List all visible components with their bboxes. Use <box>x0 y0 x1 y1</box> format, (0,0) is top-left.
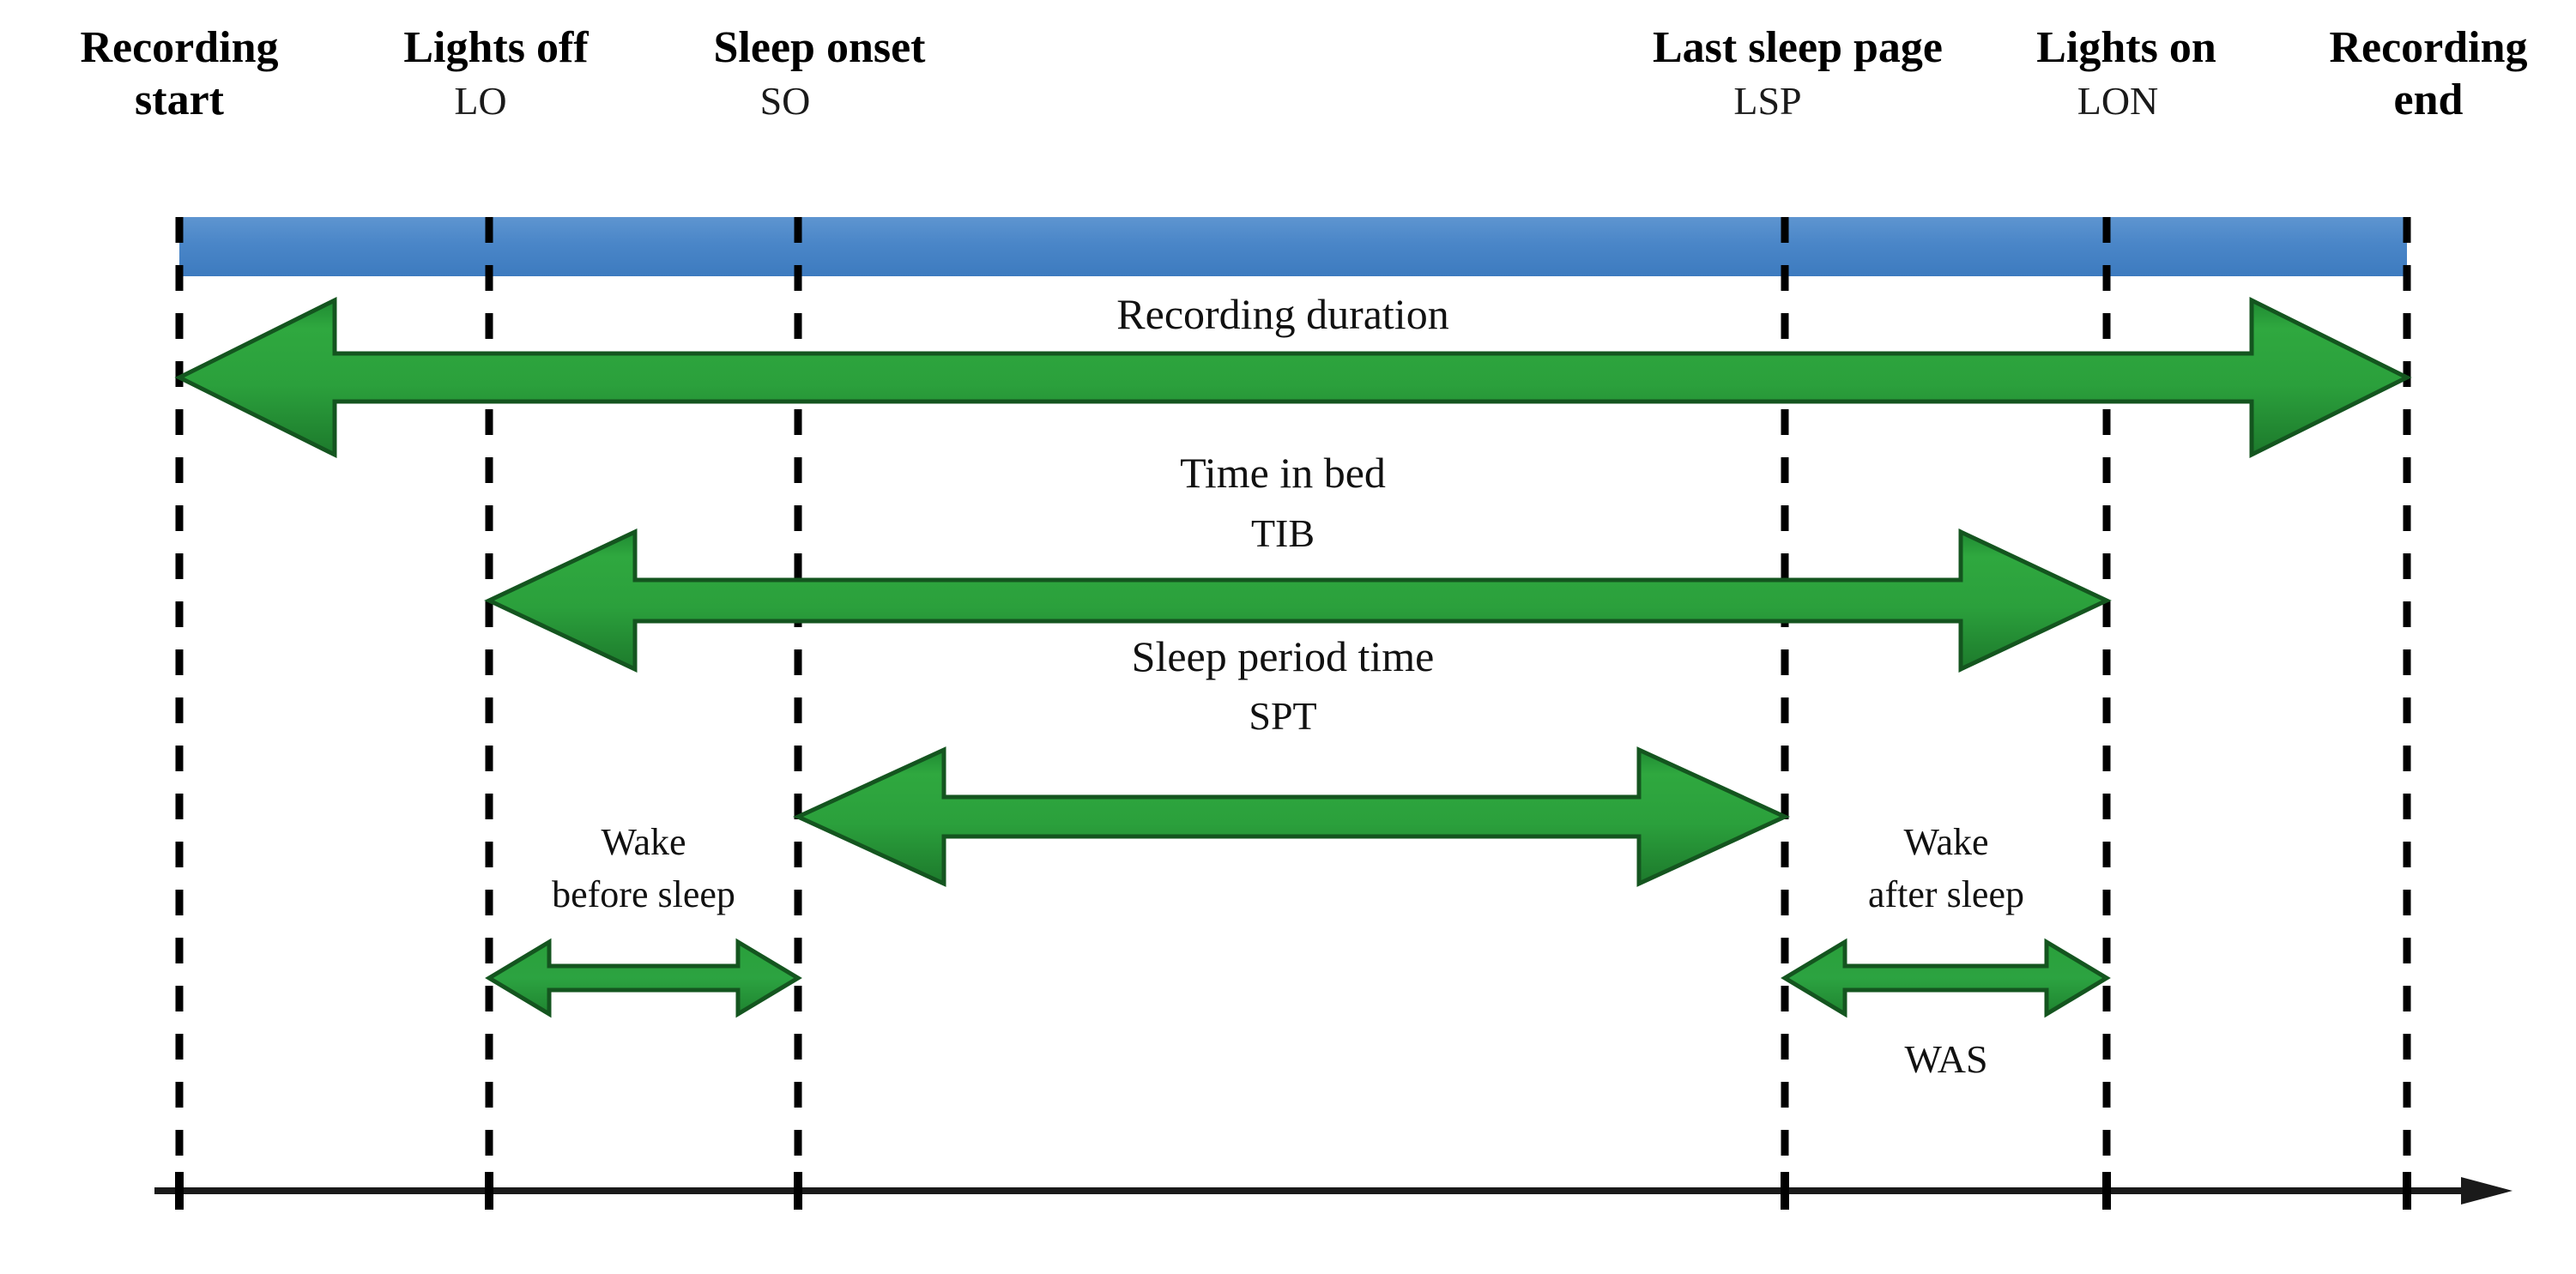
event-title-last-sleep-page: Last sleep page <box>1653 23 1943 72</box>
event-label-recording-start: Recording start <box>80 23 278 124</box>
span-label-wake-before-sleep-line2: before sleep <box>552 873 735 915</box>
span-wake-after-sleep: Wake after sleep WAS <box>1781 821 2111 1081</box>
event-labels-group: Recording start Lights off LO Sleep onse… <box>80 23 2527 124</box>
event-label-recording-end: Recording end <box>2329 23 2527 124</box>
span-label-wake-after-sleep-line1: Wake <box>1903 821 1988 863</box>
recording-period-bar <box>179 217 2407 276</box>
span-abbr-wake-after-sleep: WAS <box>1904 1037 1987 1081</box>
event-title-recording-start-line2: start <box>135 75 225 124</box>
time-axis <box>154 1172 2513 1210</box>
event-abbr-last-sleep-page: LSP <box>1733 79 1801 123</box>
event-abbr-lights-on: LON <box>2077 79 2159 123</box>
double-arrow-sleep-period-time <box>793 746 1790 887</box>
span-label-time-in-bed: Time in bed <box>1180 449 1386 497</box>
event-title-recording-start-line1: Recording <box>80 23 278 72</box>
event-label-lights-off: Lights off LO <box>403 23 589 123</box>
event-title-recording-end-line2: end <box>2394 75 2464 124</box>
event-abbr-sleep-onset: SO <box>760 79 811 123</box>
span-recording-duration: Recording duration <box>174 290 2412 459</box>
double-arrow-wake-after-sleep <box>1781 938 2111 1018</box>
event-abbr-lights-off: LO <box>454 79 506 123</box>
span-label-sleep-period-time: Sleep period time <box>1132 632 1435 680</box>
event-title-sleep-onset: Sleep onset <box>714 23 927 72</box>
event-label-lights-on: Lights on LON <box>2036 23 2216 123</box>
span-sleep-period-time: Sleep period time SPT <box>793 632 1790 887</box>
event-title-recording-end-line1: Recording <box>2329 23 2527 72</box>
event-label-sleep-onset: Sleep onset SO <box>714 23 927 123</box>
time-axis-arrowhead <box>2461 1177 2513 1205</box>
span-abbr-time-in-bed: TIB <box>1251 511 1315 555</box>
event-title-lights-off: Lights off <box>403 23 589 72</box>
span-label-wake-after-sleep-line2: after sleep <box>1868 873 2024 915</box>
span-wake-before-sleep: Wake before sleep <box>485 821 802 1018</box>
double-arrow-time-in-bed <box>484 528 2112 673</box>
span-label-wake-before-sleep-line1: Wake <box>601 821 686 863</box>
span-label-recording-duration: Recording duration <box>1116 290 1448 338</box>
event-title-lights-on: Lights on <box>2036 23 2216 72</box>
span-abbr-sleep-period-time: SPT <box>1249 694 1316 738</box>
event-label-last-sleep-page: Last sleep page LSP <box>1653 23 1943 123</box>
double-arrow-wake-before-sleep <box>485 938 802 1018</box>
double-arrow-recording-duration <box>174 296 2412 459</box>
span-time-in-bed: Time in bed TIB <box>484 449 2112 673</box>
time-axis-ticks <box>175 1172 2411 1210</box>
